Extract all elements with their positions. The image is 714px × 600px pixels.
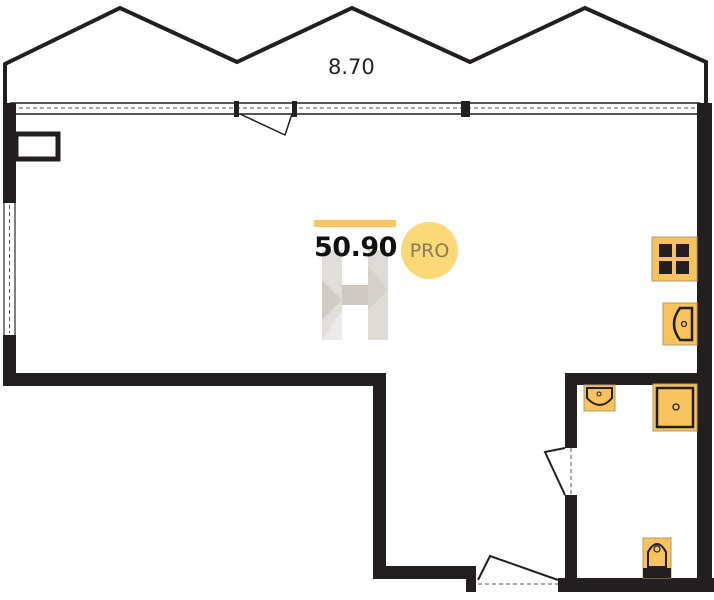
top-windows: [10, 102, 700, 115]
toilet-icon: [642, 537, 672, 579]
width-dimension: 8.70: [328, 55, 375, 79]
window-mullion: [234, 101, 239, 117]
pro-badge: PRO: [401, 222, 458, 279]
walls: [3, 103, 714, 592]
shower-icon: [652, 383, 698, 432]
watermark-logo: [322, 250, 388, 340]
entrance-door: [477, 554, 559, 585]
window-mullion: [292, 101, 297, 117]
accent-bar: [314, 220, 396, 227]
kitchen-sink-icon: [662, 302, 698, 346]
stove-icon: [651, 236, 698, 282]
left-window: [3, 203, 16, 335]
total-area: 50.90: [314, 232, 397, 263]
window-mullion: [461, 101, 470, 117]
balcony-door-swing: [239, 113, 293, 137]
bathroom-door: [543, 447, 572, 496]
bathroom-sink-icon: [583, 384, 616, 412]
roof-outline: [3, 5, 708, 105]
duct-box: [13, 131, 61, 162]
